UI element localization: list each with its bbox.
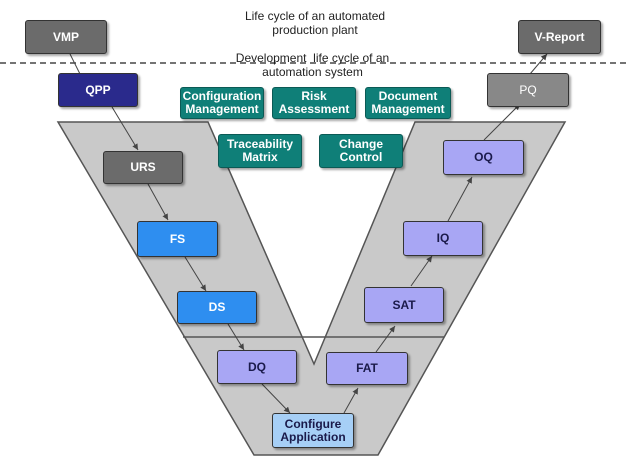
qpp-label: QPP xyxy=(85,82,111,97)
document-management-box: Document Management xyxy=(365,87,451,119)
doc-mgmt-line2: Management xyxy=(371,102,445,116)
dev-caption-line1: Development life cycle of an xyxy=(235,51,390,65)
arrow-iq-oq xyxy=(447,176,473,222)
change-line1: Change xyxy=(338,137,383,151)
trace-line2: Matrix xyxy=(242,150,278,164)
pq-label: PQ xyxy=(519,82,537,97)
vmp-label: VMP xyxy=(52,29,79,44)
plant-lifecycle-caption: Life cycle of an automated production pl… xyxy=(205,9,425,37)
urs-label: URS xyxy=(130,160,156,174)
dq-box: DQ xyxy=(217,350,297,384)
change-control-box: Change Control xyxy=(319,134,403,168)
vmp-box: VMP xyxy=(25,20,107,54)
trace-line1: Traceability xyxy=(226,137,294,151)
arrow-fat-sat xyxy=(375,325,396,353)
arrow-dq-configure xyxy=(261,383,291,414)
configure-line2: Application xyxy=(280,429,346,444)
traceability-matrix-box: Traceability Matrix xyxy=(218,134,302,168)
sat-box: SAT xyxy=(364,287,444,323)
plant-caption-line1: Life cycle of an automated xyxy=(244,9,386,23)
ds-box: DS xyxy=(177,291,257,324)
ds-label: DS xyxy=(208,300,226,314)
configure-application-box: Configure Application xyxy=(272,413,354,448)
iq-label: IQ xyxy=(436,231,450,245)
arrow-sat-iq xyxy=(410,255,433,287)
fat-box: FAT xyxy=(326,352,408,385)
change-line2: Control xyxy=(339,150,383,164)
oq-label: OQ xyxy=(474,150,493,164)
fs-box: FS xyxy=(137,221,218,257)
configuration-management-box: Configuration Management xyxy=(180,87,264,119)
iq-box: IQ xyxy=(403,221,483,256)
sat-label: SAT xyxy=(392,297,416,312)
v-report-label: V-Report xyxy=(534,29,585,44)
development-lifecycle-caption: Development life cycle of an automation … xyxy=(200,51,425,79)
arrow-pq-vreport xyxy=(529,53,548,75)
fat-label: FAT xyxy=(356,361,378,375)
risk-line1: Risk xyxy=(301,89,327,103)
v-report-box: V-Report xyxy=(518,20,601,54)
config-mgmt-line1: Configuration xyxy=(182,89,262,103)
pq-box: PQ xyxy=(487,73,569,107)
dev-caption-line2: automation system xyxy=(262,65,363,79)
risk-assessment-box: Risk Assessment xyxy=(272,87,356,119)
plant-caption-line2: production plant xyxy=(272,23,358,37)
arrow-configure-fat xyxy=(343,387,359,414)
arrow-fs-ds xyxy=(184,256,207,292)
oq-box: OQ xyxy=(443,140,524,175)
arrow-urs-fs xyxy=(147,183,169,221)
arrow-qpp-urs xyxy=(111,106,139,151)
config-mgmt-line2: Management xyxy=(185,102,259,116)
risk-line2: Assessment xyxy=(278,102,350,116)
fs-label: FS xyxy=(169,231,186,246)
dq-label: DQ xyxy=(248,359,266,374)
doc-mgmt-line1: Document xyxy=(378,89,438,103)
arrow-ds-dq xyxy=(227,323,245,351)
arrow-oq-pq xyxy=(483,103,521,141)
connector-vmp-qpp xyxy=(69,53,81,75)
urs-box: URS xyxy=(103,151,183,184)
flow-arrows xyxy=(111,53,548,414)
configure-line1: Configure xyxy=(284,416,342,431)
qpp-box: QPP xyxy=(58,73,138,107)
